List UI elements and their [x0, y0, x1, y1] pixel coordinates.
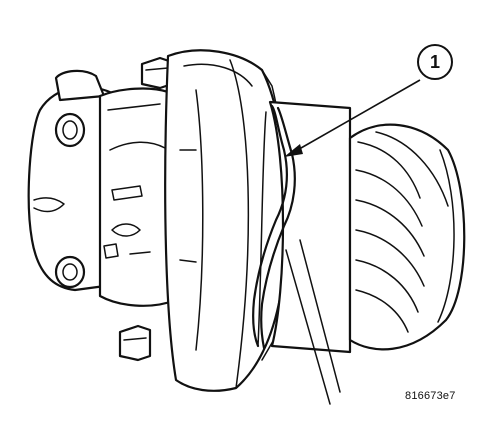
pinion-shaft	[268, 100, 352, 405]
figure-id: 816673e7	[405, 390, 456, 402]
callout-circle	[417, 44, 453, 80]
shim-spacer	[252, 104, 296, 350]
callout-leader-line	[293, 79, 421, 153]
pinion-gear	[348, 123, 466, 351]
flange-hub	[98, 87, 178, 307]
bolt-bottom	[118, 324, 152, 362]
callout-1: 1	[284, 44, 453, 157]
callout-number: 1	[430, 52, 440, 72]
bearing-housing	[164, 49, 289, 392]
bolt-top	[140, 56, 174, 90]
callout-arrowhead	[284, 144, 303, 157]
